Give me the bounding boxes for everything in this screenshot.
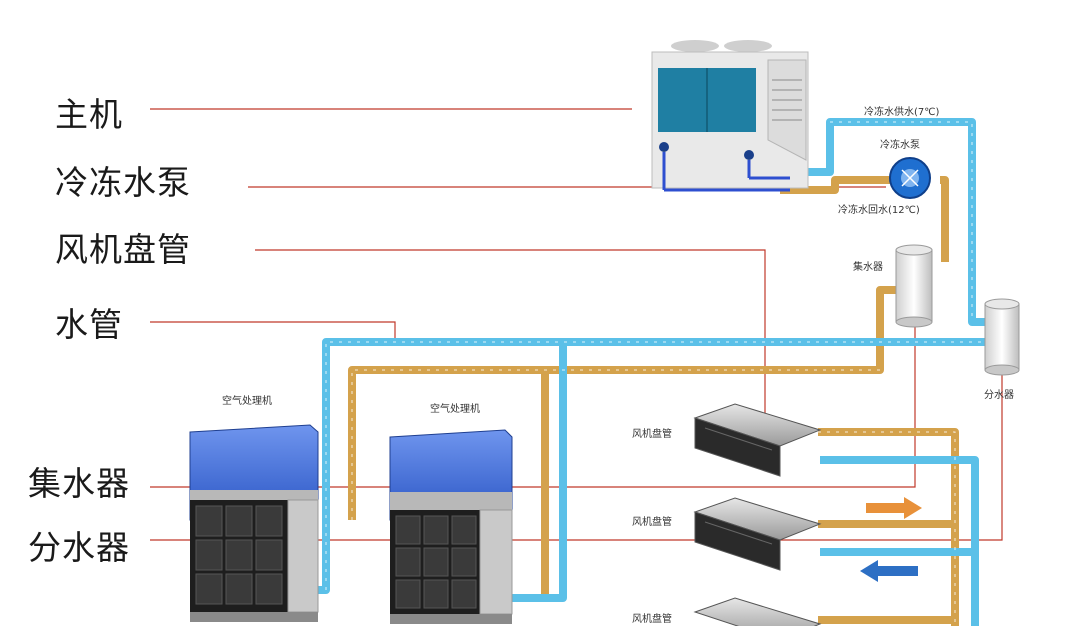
fan-coil-unit-3 xyxy=(693,597,822,626)
chilled-water-pump xyxy=(889,157,931,199)
leader-line-water-pipe xyxy=(150,321,396,340)
fan-coil-unit-2 xyxy=(693,497,822,571)
pipe-flow-markers xyxy=(325,121,990,626)
annotation-ahu-2: 空气处理机 xyxy=(430,402,480,415)
chiller-host-unit xyxy=(651,40,809,192)
label-distributor: 分水器 xyxy=(28,528,130,567)
annotation-return-water: 冷冻水回水(12℃) xyxy=(838,203,920,216)
annotation-supply-water: 冷冻水供水(7℃) xyxy=(864,105,939,118)
supply-pipes xyxy=(300,118,1006,626)
label-fan-coil: 风机盘管 xyxy=(55,230,191,269)
distributor-tank xyxy=(984,298,1020,376)
annotation-fcu-3: 风机盘管 xyxy=(632,612,672,625)
leader-line-fan-coil xyxy=(255,249,766,425)
flow-arrow-incoming xyxy=(860,560,918,582)
collector-tank xyxy=(895,244,933,328)
annotation-collector: 集水器 xyxy=(853,260,883,273)
annotation-fcu-2: 风机盘管 xyxy=(632,515,672,528)
label-chilled-water-pump: 冷冻水泵 xyxy=(55,163,191,202)
annotation-fcu-1: 风机盘管 xyxy=(632,427,672,440)
label-collector: 集水器 xyxy=(28,464,130,503)
annotation-pump: 冷冻水泵 xyxy=(880,138,920,151)
label-water-pipe: 水管 xyxy=(55,305,123,344)
fan-coil-unit-1 xyxy=(693,403,822,477)
annotation-ahu-1: 空气处理机 xyxy=(222,394,272,407)
flow-arrow-outgoing xyxy=(866,497,922,519)
air-handling-unit-2 xyxy=(389,429,513,624)
annotation-distributor: 分水器 xyxy=(984,389,1014,401)
label-host: 主机 xyxy=(55,95,123,134)
air-handling-unit-1 xyxy=(189,424,319,622)
